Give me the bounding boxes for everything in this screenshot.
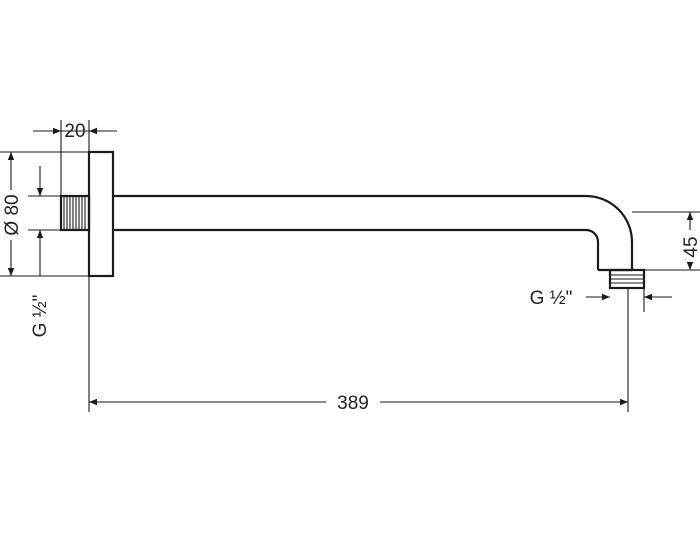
- drop-label: 45: [681, 236, 700, 257]
- dimension-projection: 389: [89, 393, 628, 414]
- shower-arm-part: [59, 150, 646, 290]
- dimension-flange-diameter: Ø 80: [2, 152, 23, 276]
- dimension-inlet-thread: G ½": [30, 166, 51, 337]
- extension-lines: [0, 120, 700, 412]
- projection-label: 389: [337, 393, 369, 414]
- dimension-drop: 45: [681, 212, 700, 270]
- flange-thickness-label: 20: [64, 121, 85, 142]
- flange-diameter-label: Ø 80: [2, 194, 23, 235]
- dimension-outlet-thread: G ½": [530, 288, 672, 309]
- outlet-thread-fitting: [608, 268, 646, 290]
- inlet-thread-nipple: [59, 194, 91, 232]
- inlet-thread-label: G ½": [30, 295, 51, 338]
- dimension-flange-thickness: 20: [33, 121, 117, 142]
- wall-flange: [87, 150, 115, 278]
- arm-tube: [113, 194, 634, 270]
- outlet-thread-label: G ½": [530, 288, 573, 309]
